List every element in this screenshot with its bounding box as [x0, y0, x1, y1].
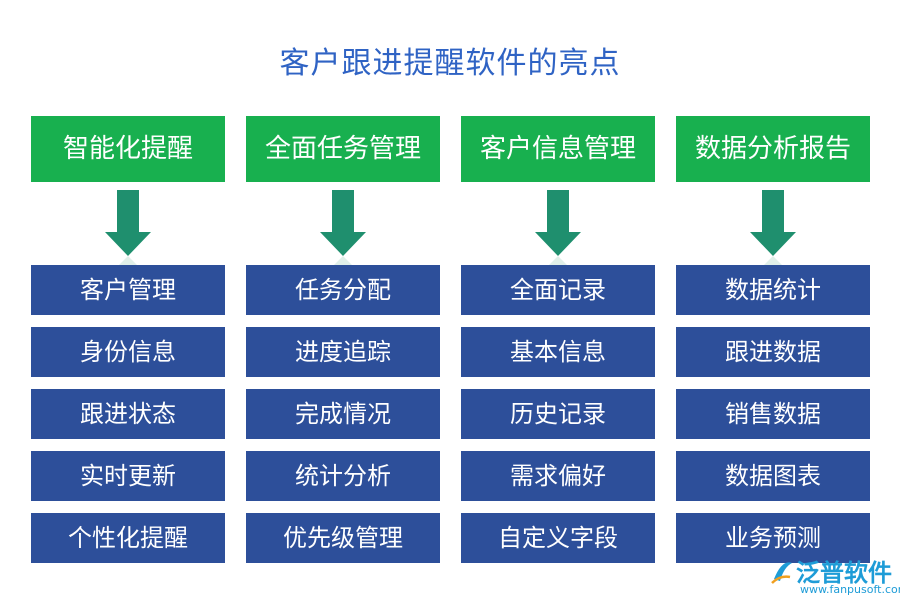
column-2: 全面任务管理 任务分配 进度追踪 完成情况 统计分析 优先级管理 — [246, 116, 440, 575]
list-item: 个性化提醒 — [31, 513, 225, 563]
logo-mark-icon — [771, 562, 792, 584]
list-item: 跟进状态 — [31, 389, 225, 439]
list-item: 客户管理 — [31, 265, 225, 315]
list-item: 基本信息 — [461, 327, 655, 377]
down-arrow-icon — [676, 182, 870, 265]
down-arrow-icon — [31, 182, 225, 265]
down-arrow-icon — [246, 182, 440, 265]
list-item: 完成情况 — [246, 389, 440, 439]
page-title: 客户跟进提醒软件的亮点 — [279, 46, 621, 81]
list-item: 业务预测 — [676, 513, 870, 563]
list-item: 实时更新 — [31, 451, 225, 501]
list-item: 跟进数据 — [676, 327, 870, 377]
list-item: 数据统计 — [676, 265, 870, 315]
logo: 泛普软件 www.fanpusoft.com — [770, 553, 900, 597]
column-header: 客户信息管理 — [461, 116, 655, 182]
list-item: 任务分配 — [246, 265, 440, 315]
list-item: 身份信息 — [31, 327, 225, 377]
list-item: 需求偏好 — [461, 451, 655, 501]
column-header: 全面任务管理 — [246, 116, 440, 182]
column-1: 智能化提醒 客户管理 身份信息 跟进状态 实时更新 个性化提醒 — [31, 116, 225, 575]
list-item: 销售数据 — [676, 389, 870, 439]
list-item: 自定义字段 — [461, 513, 655, 563]
logo-url: www.fanpusoft.com — [800, 583, 900, 596]
logo-name: 泛普软件 — [796, 559, 892, 587]
column-header: 智能化提醒 — [31, 116, 225, 182]
list-item: 优先级管理 — [246, 513, 440, 563]
list-item: 全面记录 — [461, 265, 655, 315]
column-header: 数据分析报告 — [676, 116, 870, 182]
list-item: 数据图表 — [676, 451, 870, 501]
list-item: 统计分析 — [246, 451, 440, 501]
down-arrow-icon — [461, 182, 655, 265]
list-item: 进度追踪 — [246, 327, 440, 377]
list-item: 历史记录 — [461, 389, 655, 439]
column-3: 客户信息管理 全面记录 基本信息 历史记录 需求偏好 自定义字段 — [461, 116, 655, 575]
column-4: 数据分析报告 数据统计 跟进数据 销售数据 数据图表 业务预测 — [676, 116, 870, 575]
